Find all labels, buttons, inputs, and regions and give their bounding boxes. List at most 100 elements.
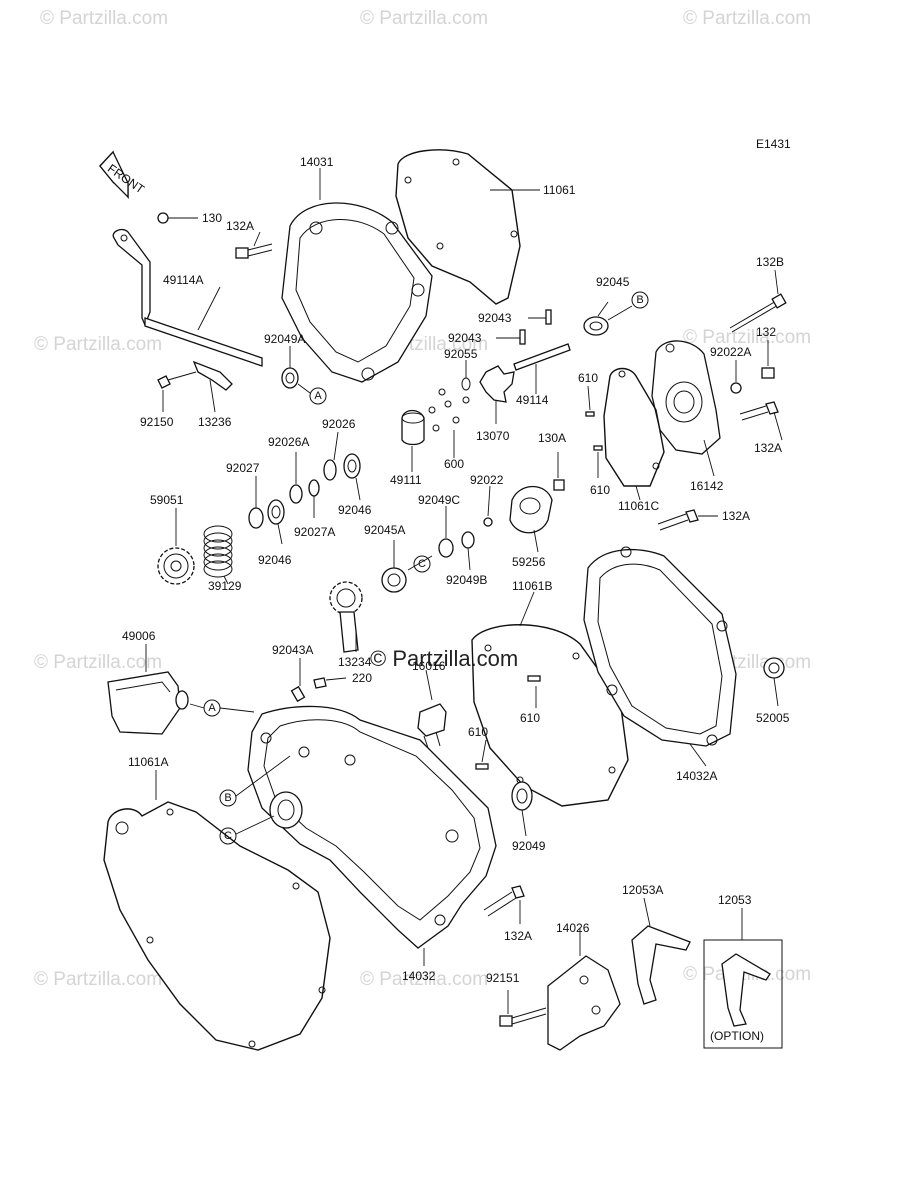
part-label-11061c: 11061C bbox=[618, 499, 659, 513]
part-label-610: 610 bbox=[590, 483, 610, 497]
callout-c bbox=[219, 827, 237, 845]
part-label-59256: 59256 bbox=[512, 555, 546, 569]
watermark: © Partzilla.com bbox=[683, 964, 811, 985]
callout-a bbox=[309, 387, 327, 405]
clutch-cover-14032A bbox=[583, 546, 785, 767]
part-label-132a: 132A bbox=[722, 509, 750, 523]
part-label-92026: 92026 bbox=[322, 417, 356, 431]
watermark: © Partzilla.com bbox=[360, 969, 488, 990]
watermark: © Partzilla.com bbox=[683, 8, 811, 29]
part-label-92150: 92150 bbox=[140, 415, 174, 429]
part-label-14026: 14026 bbox=[556, 921, 590, 935]
part-label-92151: 92151 bbox=[486, 971, 520, 985]
watermark: © Partzilla.com bbox=[34, 969, 162, 990]
seal-92049 bbox=[511, 781, 533, 837]
front-arrow-icon: FRONT bbox=[99, 150, 148, 200]
svg-text:C: C bbox=[418, 558, 426, 570]
part-label-13236: 13236 bbox=[198, 415, 232, 429]
part-label-610: 610 bbox=[578, 371, 598, 385]
bolt-132A-bottom bbox=[483, 885, 525, 924]
callout-b bbox=[631, 291, 649, 309]
part-label-92043: 92043 bbox=[448, 331, 482, 345]
watermark-center: © Partzilla.com bbox=[370, 646, 518, 671]
part-label-13070: 13070 bbox=[476, 429, 510, 443]
part-label-12053: 12053 bbox=[718, 893, 752, 907]
gasket-11061C bbox=[585, 367, 665, 501]
gasket-11061 bbox=[395, 149, 540, 305]
part-label-11061a: 11061A bbox=[128, 755, 168, 769]
kick-gear-stack bbox=[157, 431, 361, 585]
part-label-132b: 132B bbox=[756, 255, 784, 269]
option-box-12053: (OPTION) bbox=[703, 908, 783, 1049]
part-label-130a: 130A bbox=[538, 431, 566, 445]
part-label-49006: 49006 bbox=[122, 629, 156, 643]
crankcase-cover-14032: B C bbox=[219, 705, 497, 966]
part-label-92049c: 92049C bbox=[418, 493, 460, 507]
watermark: © Partzilla.com bbox=[34, 652, 162, 673]
gear-13234 bbox=[329, 581, 363, 653]
part-label-92049: 92049 bbox=[512, 839, 546, 853]
watermark: © Partzilla.com bbox=[683, 327, 811, 348]
impeller-59256 bbox=[483, 452, 718, 553]
diagram-code: E1431 bbox=[756, 137, 791, 151]
part-label-92026a: 92026A bbox=[268, 435, 309, 449]
part-label-49114: 49114 bbox=[516, 393, 549, 407]
part-label-132a: 132A bbox=[754, 441, 782, 455]
part-label-92043a: 92043A bbox=[272, 643, 313, 657]
small-hardware bbox=[290, 658, 447, 749]
gasket-11061B bbox=[471, 591, 629, 807]
part-label-610: 610 bbox=[520, 711, 540, 725]
part-label-92046: 92046 bbox=[338, 503, 372, 517]
svg-text:B: B bbox=[224, 792, 231, 804]
gear-59051 bbox=[157, 508, 195, 585]
part-label-92055: 92055 bbox=[444, 347, 478, 361]
seal-92049A: A bbox=[281, 346, 327, 405]
svg-text:B: B bbox=[636, 294, 643, 306]
part-label-39129: 39129 bbox=[208, 579, 242, 593]
pump-cover-16142 bbox=[651, 269, 787, 477]
svg-text:A: A bbox=[314, 390, 322, 402]
part-label-11061: 11061 bbox=[543, 183, 576, 197]
watermark: © Partzilla.com bbox=[40, 8, 168, 29]
part-label-11061b: 11061B bbox=[512, 579, 552, 593]
seals-and-bearings: C bbox=[381, 506, 475, 593]
part-label-132a: 132A bbox=[226, 219, 254, 233]
part-label-132a: 132A bbox=[504, 929, 532, 943]
watermark: © Partzilla.com bbox=[360, 8, 488, 29]
part-label-92043: 92043 bbox=[478, 311, 512, 325]
part-label-49114a: 49114A bbox=[163, 273, 203, 287]
part-label-92046: 92046 bbox=[258, 553, 292, 567]
part-label-600: 600 bbox=[444, 457, 464, 471]
part-label-92022a: 92022A bbox=[710, 345, 751, 359]
option-label: (OPTION) bbox=[710, 1029, 764, 1043]
part-label-92027a: 92027A bbox=[294, 525, 335, 539]
part-label-14032a: 14032A bbox=[676, 769, 717, 783]
part-label-92049a: 92049A bbox=[264, 332, 305, 346]
part-label-12053a: 12053A bbox=[622, 883, 663, 897]
bracket-12053A bbox=[631, 897, 691, 1005]
part-label-610: 610 bbox=[468, 725, 488, 739]
part-label-220: 220 bbox=[352, 671, 372, 685]
part-label-130: 130 bbox=[202, 211, 222, 225]
seal-92045: B bbox=[583, 291, 649, 336]
part-label-132: 132 bbox=[756, 325, 776, 339]
ignition-cover-14031 bbox=[281, 168, 433, 383]
part-label-14032: 14032 bbox=[402, 969, 436, 983]
part-label-92022: 92022 bbox=[470, 473, 504, 487]
svg-text:A: A bbox=[208, 702, 216, 714]
part-labels: 14031 11061 130 132A 49114A 92049A 92150… bbox=[122, 155, 790, 985]
part-label-49111: 49111 bbox=[390, 473, 422, 487]
part-label-92045: 92045 bbox=[596, 275, 630, 289]
part-label-92027: 92027 bbox=[226, 461, 260, 475]
callout-b bbox=[219, 789, 237, 807]
part-label-16142: 16142 bbox=[690, 479, 724, 493]
part-label-13234: 13234 bbox=[338, 655, 372, 669]
part-label-92049b: 92049B bbox=[446, 573, 487, 587]
pipe-49006: A bbox=[107, 644, 255, 735]
watermark: © Partzilla.com bbox=[34, 334, 162, 355]
part-label-14031: 14031 bbox=[300, 155, 334, 169]
part-label-92045a: 92045A bbox=[364, 523, 405, 537]
gasket-11061A bbox=[103, 770, 331, 1051]
guard-14026 bbox=[499, 928, 621, 1051]
